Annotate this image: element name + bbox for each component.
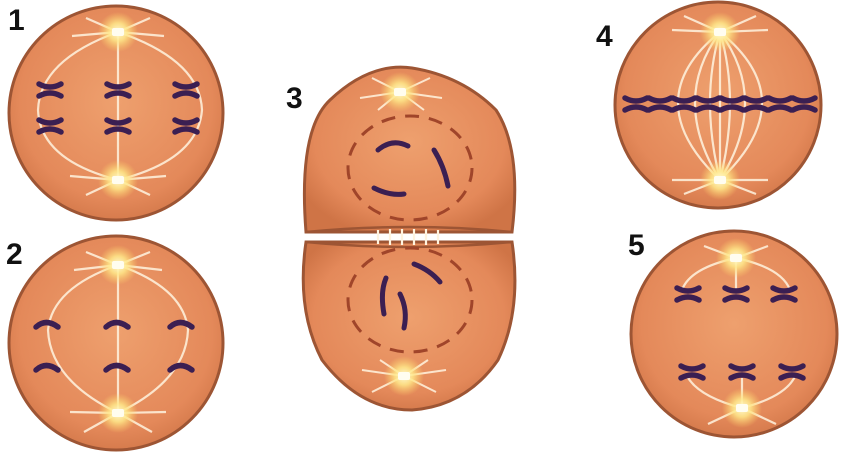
centrosome-icon (98, 12, 138, 52)
cell-3 (303, 67, 515, 410)
centrosome-icon (700, 12, 740, 52)
cell-4 (615, 2, 821, 208)
cell-label-2: 2 (6, 240, 23, 270)
cell-5 (631, 231, 837, 437)
centrosome-icon (98, 393, 138, 433)
centrosome-icon (98, 245, 138, 285)
centrosome-icon (98, 160, 138, 200)
cell-label-3: 3 (286, 84, 303, 114)
cell-label-1: 1 (8, 6, 25, 36)
centrosome-icon (716, 238, 756, 278)
centrosome-icon (384, 356, 424, 396)
cell-1 (9, 6, 223, 220)
centrosome-icon (700, 160, 740, 200)
cell-label-4: 4 (596, 22, 613, 52)
cell-label-5: 5 (628, 231, 645, 261)
centrosome-icon (380, 72, 420, 112)
centrosome-icon (722, 388, 762, 428)
cell-2 (9, 236, 223, 450)
